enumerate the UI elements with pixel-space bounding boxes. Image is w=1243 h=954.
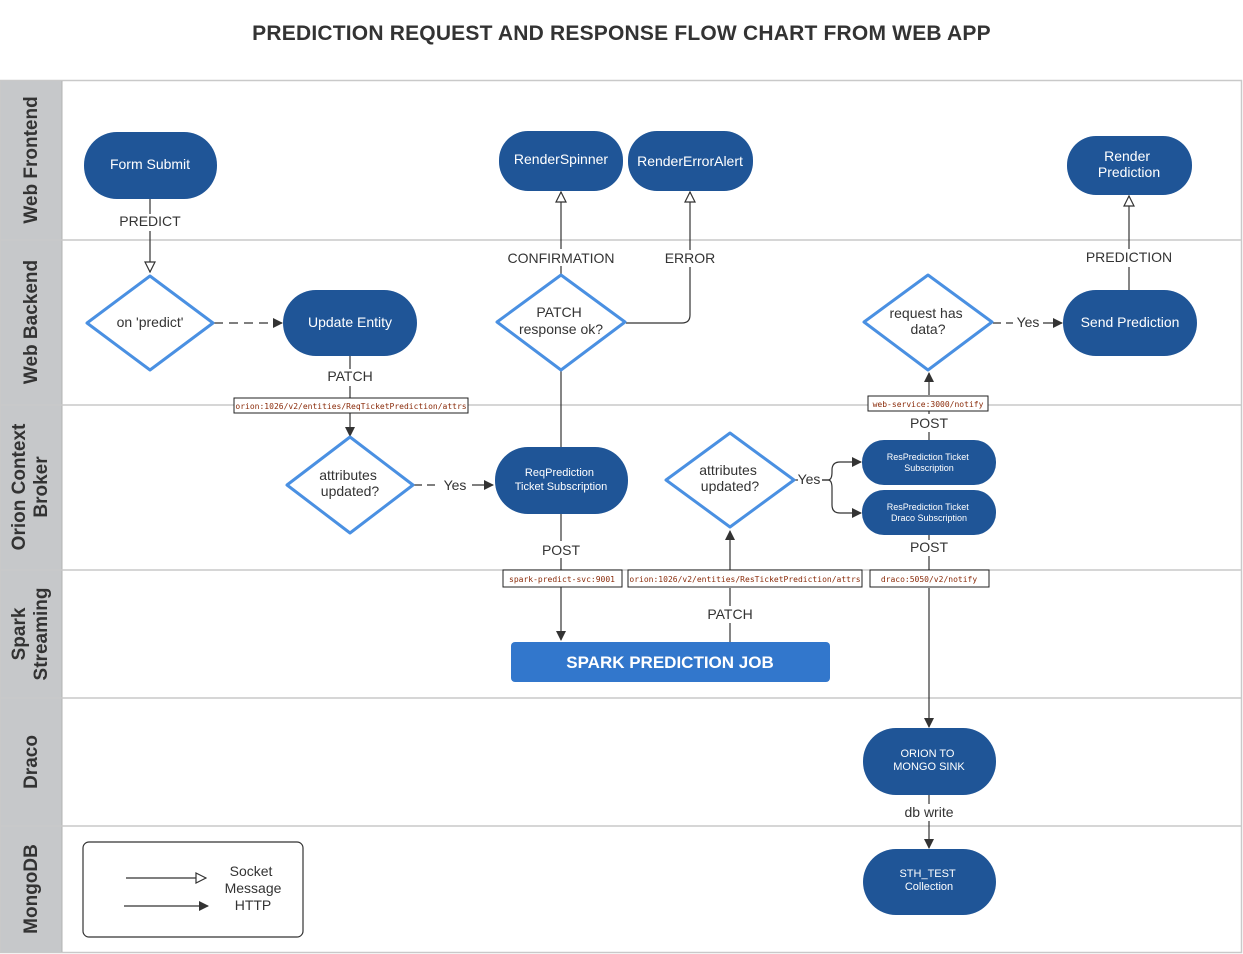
label-yes-1: Yes (444, 477, 467, 493)
label-patch-1: PATCH (327, 368, 372, 384)
lane-label-mongodb: MongoDB (21, 844, 42, 934)
legend: Socket Message HTTP (82, 841, 304, 938)
edge-attrs2-to-res-sub (822, 457, 862, 481)
decision-attributes-updated-1[interactable]: attributes updated? (285, 435, 415, 535)
node-send-prediction[interactable]: Send Prediction (1063, 290, 1197, 356)
svg-text:request has data?: request has data? (889, 305, 966, 337)
node-render-error-alert-label: RenderErrorAlert (637, 153, 743, 169)
node-orion-mongo-sink-line-2: MONGO SINK (893, 761, 965, 773)
url-boxes: orion:1026/v2/entities/ReqTicketPredicti… (233, 395, 990, 588)
node-form-submit[interactable]: Form Submit (84, 132, 217, 199)
node-render-prediction-line-2: Prediction (1098, 164, 1160, 180)
node-req-subscription-line-2: Ticket Subscription (515, 481, 608, 493)
edge-labels: PREDICT PATCH Yes CONFIRMATION ERROR PRE… (119, 213, 1172, 820)
label-post-2: POST (910, 415, 949, 431)
label-patch-2: PATCH (707, 606, 752, 622)
node-render-spinner-label: RenderSpinner (514, 151, 609, 167)
label-confirmation: CONFIRMATION (507, 250, 614, 266)
url-req-attrs: orion:1026/v2/entities/ReqTicketPredicti… (235, 402, 466, 411)
node-orion-mongo-sink[interactable]: ORION TO MONGO SINK (863, 728, 996, 795)
node-render-error-alert[interactable]: RenderErrorAlert (628, 131, 753, 191)
decision-patch-ok-line-2: response ok? (519, 321, 603, 337)
svg-text:Orion ContextBroker: Orion ContextBroker (9, 423, 52, 550)
svg-text:ORION TO MONGO SINK: ORION TO MONGO SINK (893, 748, 965, 773)
svg-text:Render Prediction: Render Prediction (1098, 148, 1160, 180)
node-res-ticket-subscription[interactable]: ResPrediction Ticket Subscription (862, 440, 996, 485)
legend-socket-line-2: Message (225, 880, 282, 896)
lane-label-web-frontend: Web Frontend (21, 96, 42, 223)
legend-socket-line-1: Socket (230, 863, 273, 879)
diagram-title: PREDICTION REQUEST AND RESPONSE FLOW CHA… (252, 22, 991, 45)
node-send-prediction-label: Send Prediction (1081, 314, 1180, 330)
label-yes-2: Yes (798, 471, 821, 487)
node-update-entity[interactable]: Update Entity (283, 290, 417, 356)
decision-attributes-updated-2-line-2: updated? (701, 478, 760, 494)
svg-text:PATCH response ok?: PATCH response ok? (519, 304, 603, 337)
lane-label-orion-line-1: Orion Context (9, 423, 30, 550)
node-sth-test-line-1: STH_TEST (899, 868, 956, 880)
swimlanes: Web Frontend Web Backend Orion ContextBr… (0, 79, 1243, 954)
label-error: ERROR (665, 250, 716, 266)
decision-attributes-updated-1-line-2: updated? (321, 483, 380, 499)
lane-label-spark-line-2: Streaming (31, 588, 52, 681)
svg-text:SparkStreaming: SparkStreaming (9, 588, 52, 681)
legend-http-label: HTTP (235, 897, 272, 913)
edge-attrs2-to-draco-sub (822, 479, 862, 518)
node-render-prediction-line-1: Render (1104, 148, 1150, 164)
node-res-draco-subscription-line-1: ResPrediction Ticket (887, 502, 970, 512)
decision-request-has-data-line-2: data? (910, 321, 945, 337)
nodes: Form Submit RenderSpinner RenderErrorAle… (84, 131, 1197, 915)
node-render-prediction[interactable]: Render Prediction (1067, 136, 1192, 195)
url-res-attrs: orion:1026/v2/entities/ResTicketPredicti… (629, 575, 860, 584)
svg-text:STH_TEST Collection: STH_TEST Collection (899, 868, 958, 893)
decision-patch-ok-line-1: PATCH (536, 304, 581, 320)
svg-text:ReqPrediction Ticket S: ReqPrediction Ticket Subscription (515, 467, 608, 493)
lane-label-orion-line-2: Broker (31, 456, 52, 518)
decision-attributes-updated-2[interactable]: attributes updated? (664, 431, 796, 529)
node-form-submit-label: Form Submit (110, 156, 190, 172)
node-res-ticket-subscription-line-2: Subscription (904, 463, 954, 473)
svg-text:ResPrediction Ticket S: ResPrediction Ticket Subscription (887, 452, 972, 473)
decision-request-has-data-line-1: request has (889, 305, 962, 321)
edge-patchok-to-error (626, 267, 691, 324)
url-web-service: web-service:3000/notify (873, 400, 984, 409)
node-render-spinner[interactable]: RenderSpinner (499, 131, 623, 191)
label-prediction: PREDICTION (1086, 249, 1172, 265)
decision-on-predict[interactable]: on 'predict' (85, 274, 215, 372)
svg-text:attributes updated?: attributes updated? (319, 467, 380, 499)
svg-text:attributes updated?: attributes updated? (699, 462, 760, 494)
node-sth-test-collection[interactable]: STH_TEST Collection (863, 849, 996, 915)
label-predict: PREDICT (119, 213, 181, 229)
svg-text:ResPrediction Ticket D: ResPrediction Ticket Draco Subscription (887, 502, 972, 523)
node-spark-job-label: SPARK PREDICTION JOB (566, 653, 774, 672)
label-yes-3: Yes (1017, 314, 1040, 330)
lane-label-spark-line-1: Spark (9, 607, 30, 660)
decision-patch-ok[interactable]: PATCH response ok? (495, 273, 627, 372)
label-db-write: db write (904, 804, 953, 820)
node-update-entity-label: Update Entity (308, 314, 392, 330)
node-res-draco-subscription[interactable]: ResPrediction Ticket Draco Subscription (862, 490, 996, 535)
lane-label-web-backend: Web Backend (21, 260, 42, 384)
node-req-subscription-line-1: ReqPrediction (525, 467, 594, 479)
node-res-draco-subscription-line-2: Draco Subscription (891, 513, 967, 523)
node-spark-prediction-job[interactable]: SPARK PREDICTION JOB (511, 642, 830, 682)
decision-attributes-updated-2-line-1: attributes (699, 462, 757, 478)
label-post-1: POST (542, 542, 581, 558)
node-orion-mongo-sink-line-1: ORION TO (900, 748, 954, 760)
decision-attributes-updated-1-line-1: attributes (319, 467, 377, 483)
node-sth-test-line-2: Collection (905, 881, 953, 893)
url-spark-svc: spark-predict-svc:9001 (509, 575, 615, 584)
node-res-ticket-subscription-line-1: ResPrediction Ticket (887, 452, 970, 462)
svg-text:Socket Message: Socket Message (225, 863, 282, 896)
url-draco: draco:5050/v2/notify (881, 575, 978, 584)
node-req-prediction-subscription[interactable]: ReqPrediction Ticket Subscription (495, 447, 628, 514)
decision-request-has-data[interactable]: request has data? (862, 273, 994, 372)
lane-label-draco: Draco (21, 735, 42, 789)
decision-on-predict-label: on 'predict' (117, 314, 184, 330)
edges (150, 192, 1129, 849)
label-post-3: POST (910, 539, 949, 555)
